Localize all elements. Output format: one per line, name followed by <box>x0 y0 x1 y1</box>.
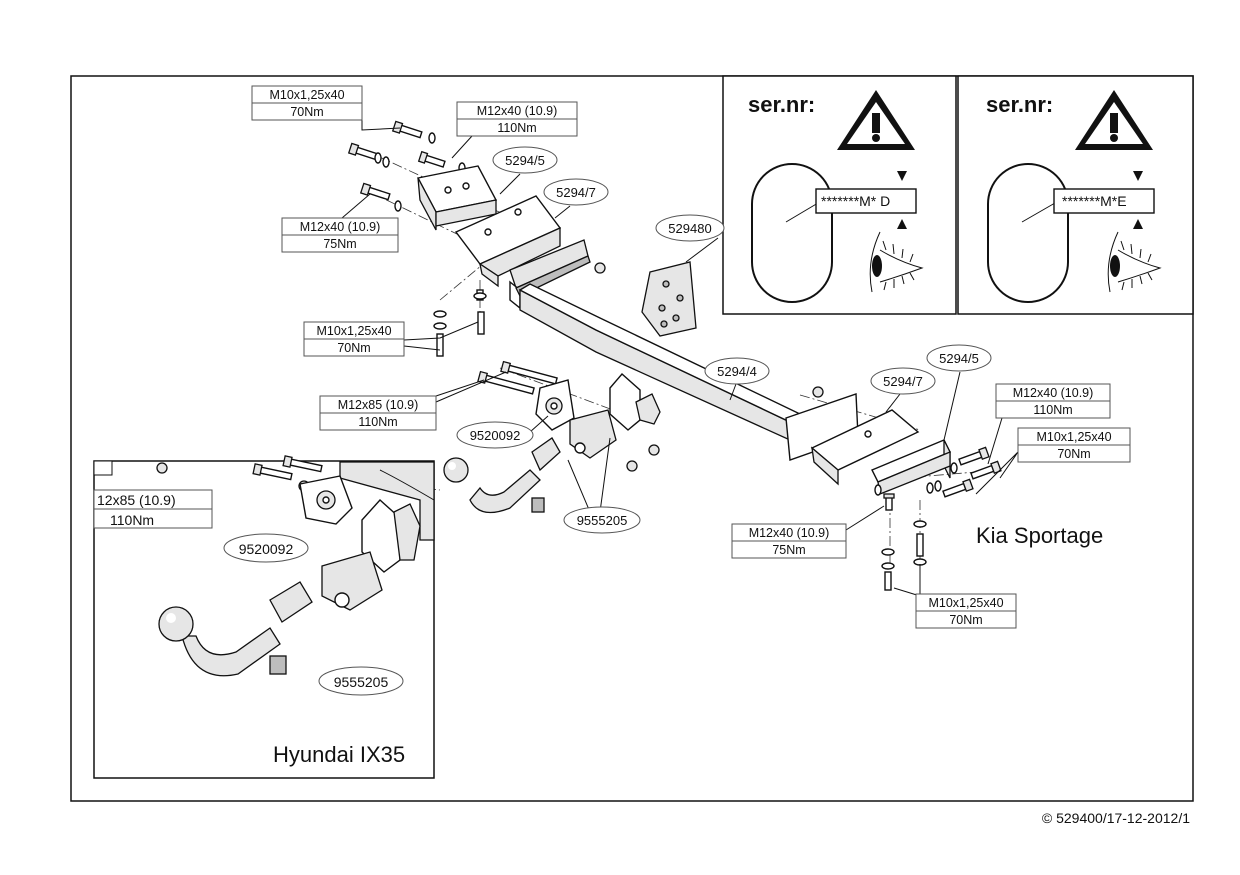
bolt-torque: 110Nm <box>110 512 154 528</box>
svg-text:5294/4: 5294/4 <box>717 364 757 379</box>
svg-text:9520092: 9520092 <box>470 428 521 443</box>
svg-text:5294/7: 5294/7 <box>556 185 596 200</box>
bolt-torque: 70Nm <box>1057 447 1090 461</box>
bolt-size: M10x1,25x40 <box>269 88 344 102</box>
bolt-torque: 110Nm <box>358 415 397 429</box>
bolt-size: M12x40 (10.9) <box>749 526 830 540</box>
svg-text:5294/7: 5294/7 <box>883 374 923 389</box>
bolt-spec-top-m10: M10x1,25x40 70Nm <box>251 85 363 121</box>
vehicle-outline <box>987 163 1069 303</box>
part-label-plate: 529480 <box>655 214 725 242</box>
center-fasteners <box>477 360 660 472</box>
svg-text:5294/5: 5294/5 <box>939 351 979 366</box>
bolt-torque: 70Nm <box>337 341 370 355</box>
inset-ball-module <box>158 551 383 677</box>
part-label-bracket-right-5: 5294/5 <box>926 344 992 372</box>
bolt-size: M10x1,25x40 <box>928 596 1003 610</box>
bolt-size: M10x1,25x40 <box>1036 430 1111 444</box>
part-label-crossbar: 5294/4 <box>704 357 770 385</box>
bolt-size: M12x85 (10.9) <box>338 398 419 412</box>
bolt-torque: 70Nm <box>290 105 323 119</box>
bolt-torque: 75Nm <box>323 237 356 251</box>
part-label-inset-ball-module: 9555205 <box>318 666 404 696</box>
part-label-inset-socket-plate: 9520092 <box>223 533 309 563</box>
right-fasteners <box>874 446 1002 591</box>
bolt-spec-bottom-m12: M12x40 (10.9) 75Nm <box>731 523 847 559</box>
center-mount-brackets <box>609 373 661 431</box>
bolt-torque: 75Nm <box>772 543 805 557</box>
part-label-bracket-left-7: 5294/7 <box>543 178 609 206</box>
svg-text:9520092: 9520092 <box>239 541 294 557</box>
part-label-bracket-left-5: 5294/5 <box>492 146 558 174</box>
bolt-size: M12x40 (10.9) <box>477 104 558 118</box>
part-label-bracket-right-7: 5294/7 <box>870 367 936 395</box>
eye-icon <box>869 231 924 293</box>
vehicle-inset-label: Hyundai IX35 <box>273 742 405 767</box>
inset-hyundai-ix35: 12x85 (10.9) 110Nm 9520092 9555205 Hyund… <box>93 455 435 779</box>
left-bracket-5294-5 <box>416 165 498 231</box>
socket-plate-9520092 <box>535 379 575 431</box>
ball-module-9555205 <box>443 409 617 514</box>
bolt-spec-right-m10: M10x1,25x40 70Nm <box>1017 427 1131 463</box>
serial-heading: ser.nr: <box>748 92 815 117</box>
warning-icon <box>837 90 915 150</box>
copyright-footer: © 529400/17-12-2012/1 <box>1042 810 1190 826</box>
part-label-ball-module: 9555205 <box>563 506 641 534</box>
serial-number: *******M* D <box>821 193 890 209</box>
left-bracket-5294-7 <box>454 195 562 288</box>
eye-icon <box>1107 231 1162 293</box>
bolt-size: M12x40 (10.9) <box>300 220 381 234</box>
bolt-spec-mid-m12x85: M12x85 (10.9) 110Nm <box>319 395 437 431</box>
diagram-frame <box>70 75 1194 802</box>
mounting-plate-529480 <box>641 261 697 337</box>
bolt-spec-bottom-m10: M10x1,25x40 70Nm <box>915 593 1017 629</box>
vehicle-outline <box>751 163 833 303</box>
bolt-spec-top-m12: M12x40 (10.9) 110Nm <box>456 101 578 137</box>
bolt-size: M12x40 (10.9) <box>1013 386 1094 400</box>
serial-heading: ser.nr: <box>986 92 1053 117</box>
right-bracket-5294-7 <box>810 409 920 486</box>
svg-text:9555205: 9555205 <box>577 513 628 528</box>
inset-fasteners <box>156 455 323 492</box>
bolt-spec-left-m12: M12x40 (10.9) 75Nm <box>281 217 399 253</box>
bolt-spec-inset-m12x85: 12x85 (10.9) 110Nm <box>93 489 213 529</box>
inset-socket-plate <box>299 475 353 525</box>
inset-mount-brackets <box>361 499 421 573</box>
serial-panel-d: ser.nr: *******M* D <box>722 75 957 315</box>
bolt-torque: 70Nm <box>949 613 982 627</box>
bolt-torque: 110Nm <box>1033 403 1072 417</box>
bolt-torque: 110Nm <box>497 121 536 135</box>
serial-panel-e: ser.nr: *******M*E <box>957 75 1194 315</box>
right-bracket-5294-5 <box>871 439 951 495</box>
warning-icon <box>1075 90 1153 150</box>
bolt-size: 12x85 (10.9) <box>97 492 176 508</box>
svg-text:529480: 529480 <box>668 221 711 236</box>
bolt-size: M10x1,25x40 <box>316 324 391 338</box>
bolt-spec-left-m10: M10x1,25x40 70Nm <box>303 321 405 357</box>
part-label-socket-plate: 9520092 <box>456 421 534 449</box>
svg-text:9555205: 9555205 <box>334 674 389 690</box>
svg-text:5294/5: 5294/5 <box>505 153 545 168</box>
left-fasteners <box>347 120 487 357</box>
serial-number: *******M*E <box>1062 193 1127 209</box>
bolt-spec-right-m12: M12x40 (10.9) 110Nm <box>995 383 1111 419</box>
vehicle-main-label: Kia Sportage <box>976 523 1103 548</box>
